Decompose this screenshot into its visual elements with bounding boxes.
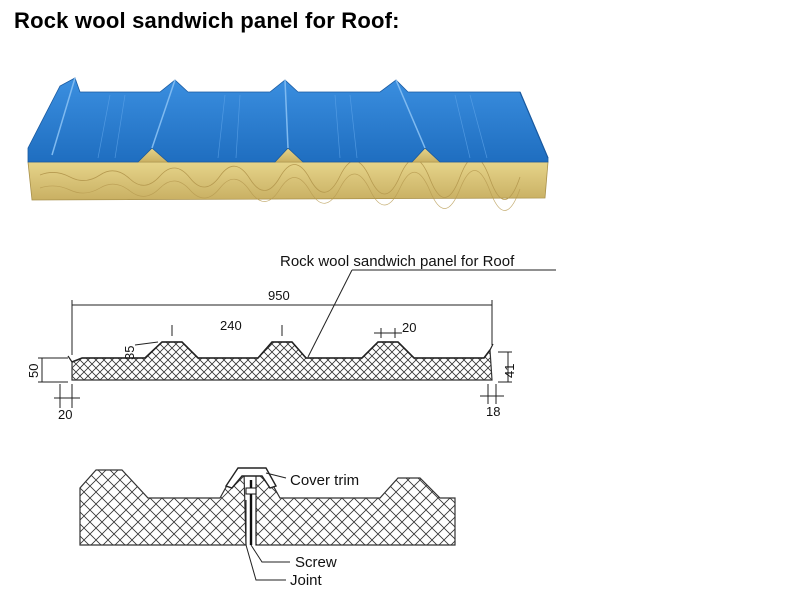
dim-left-height: 50 [26, 364, 41, 378]
page-title: Rock wool sandwich panel for Roof: [14, 8, 400, 33]
dim-left-edge: 20 [58, 407, 72, 422]
dim-rib-top: 20 [402, 320, 416, 335]
cross-section: 950 240 20 35 50 20 41 18 [26, 253, 556, 422]
joint-label: Joint [290, 572, 323, 589]
dim-rib-pitch: 240 [220, 318, 242, 333]
screw-label: Screw [295, 554, 337, 571]
dim-right-edge: 18 [486, 404, 500, 419]
panel-illustration [27, 77, 549, 211]
dim-rib-height: 35 [122, 346, 137, 360]
joint-left-panel [79, 469, 247, 546]
cover-trim-label: Cover trim [290, 472, 359, 489]
dim-overall-width: 950 [268, 288, 290, 303]
rock-wool-core [27, 161, 549, 201]
section-callout-label: Rock wool sandwich panel for Roof [280, 253, 515, 270]
dim-right-height: 41 [502, 364, 517, 378]
cover-trim [224, 467, 278, 489]
joint-detail: Cover trim Screw Joint [79, 467, 456, 589]
